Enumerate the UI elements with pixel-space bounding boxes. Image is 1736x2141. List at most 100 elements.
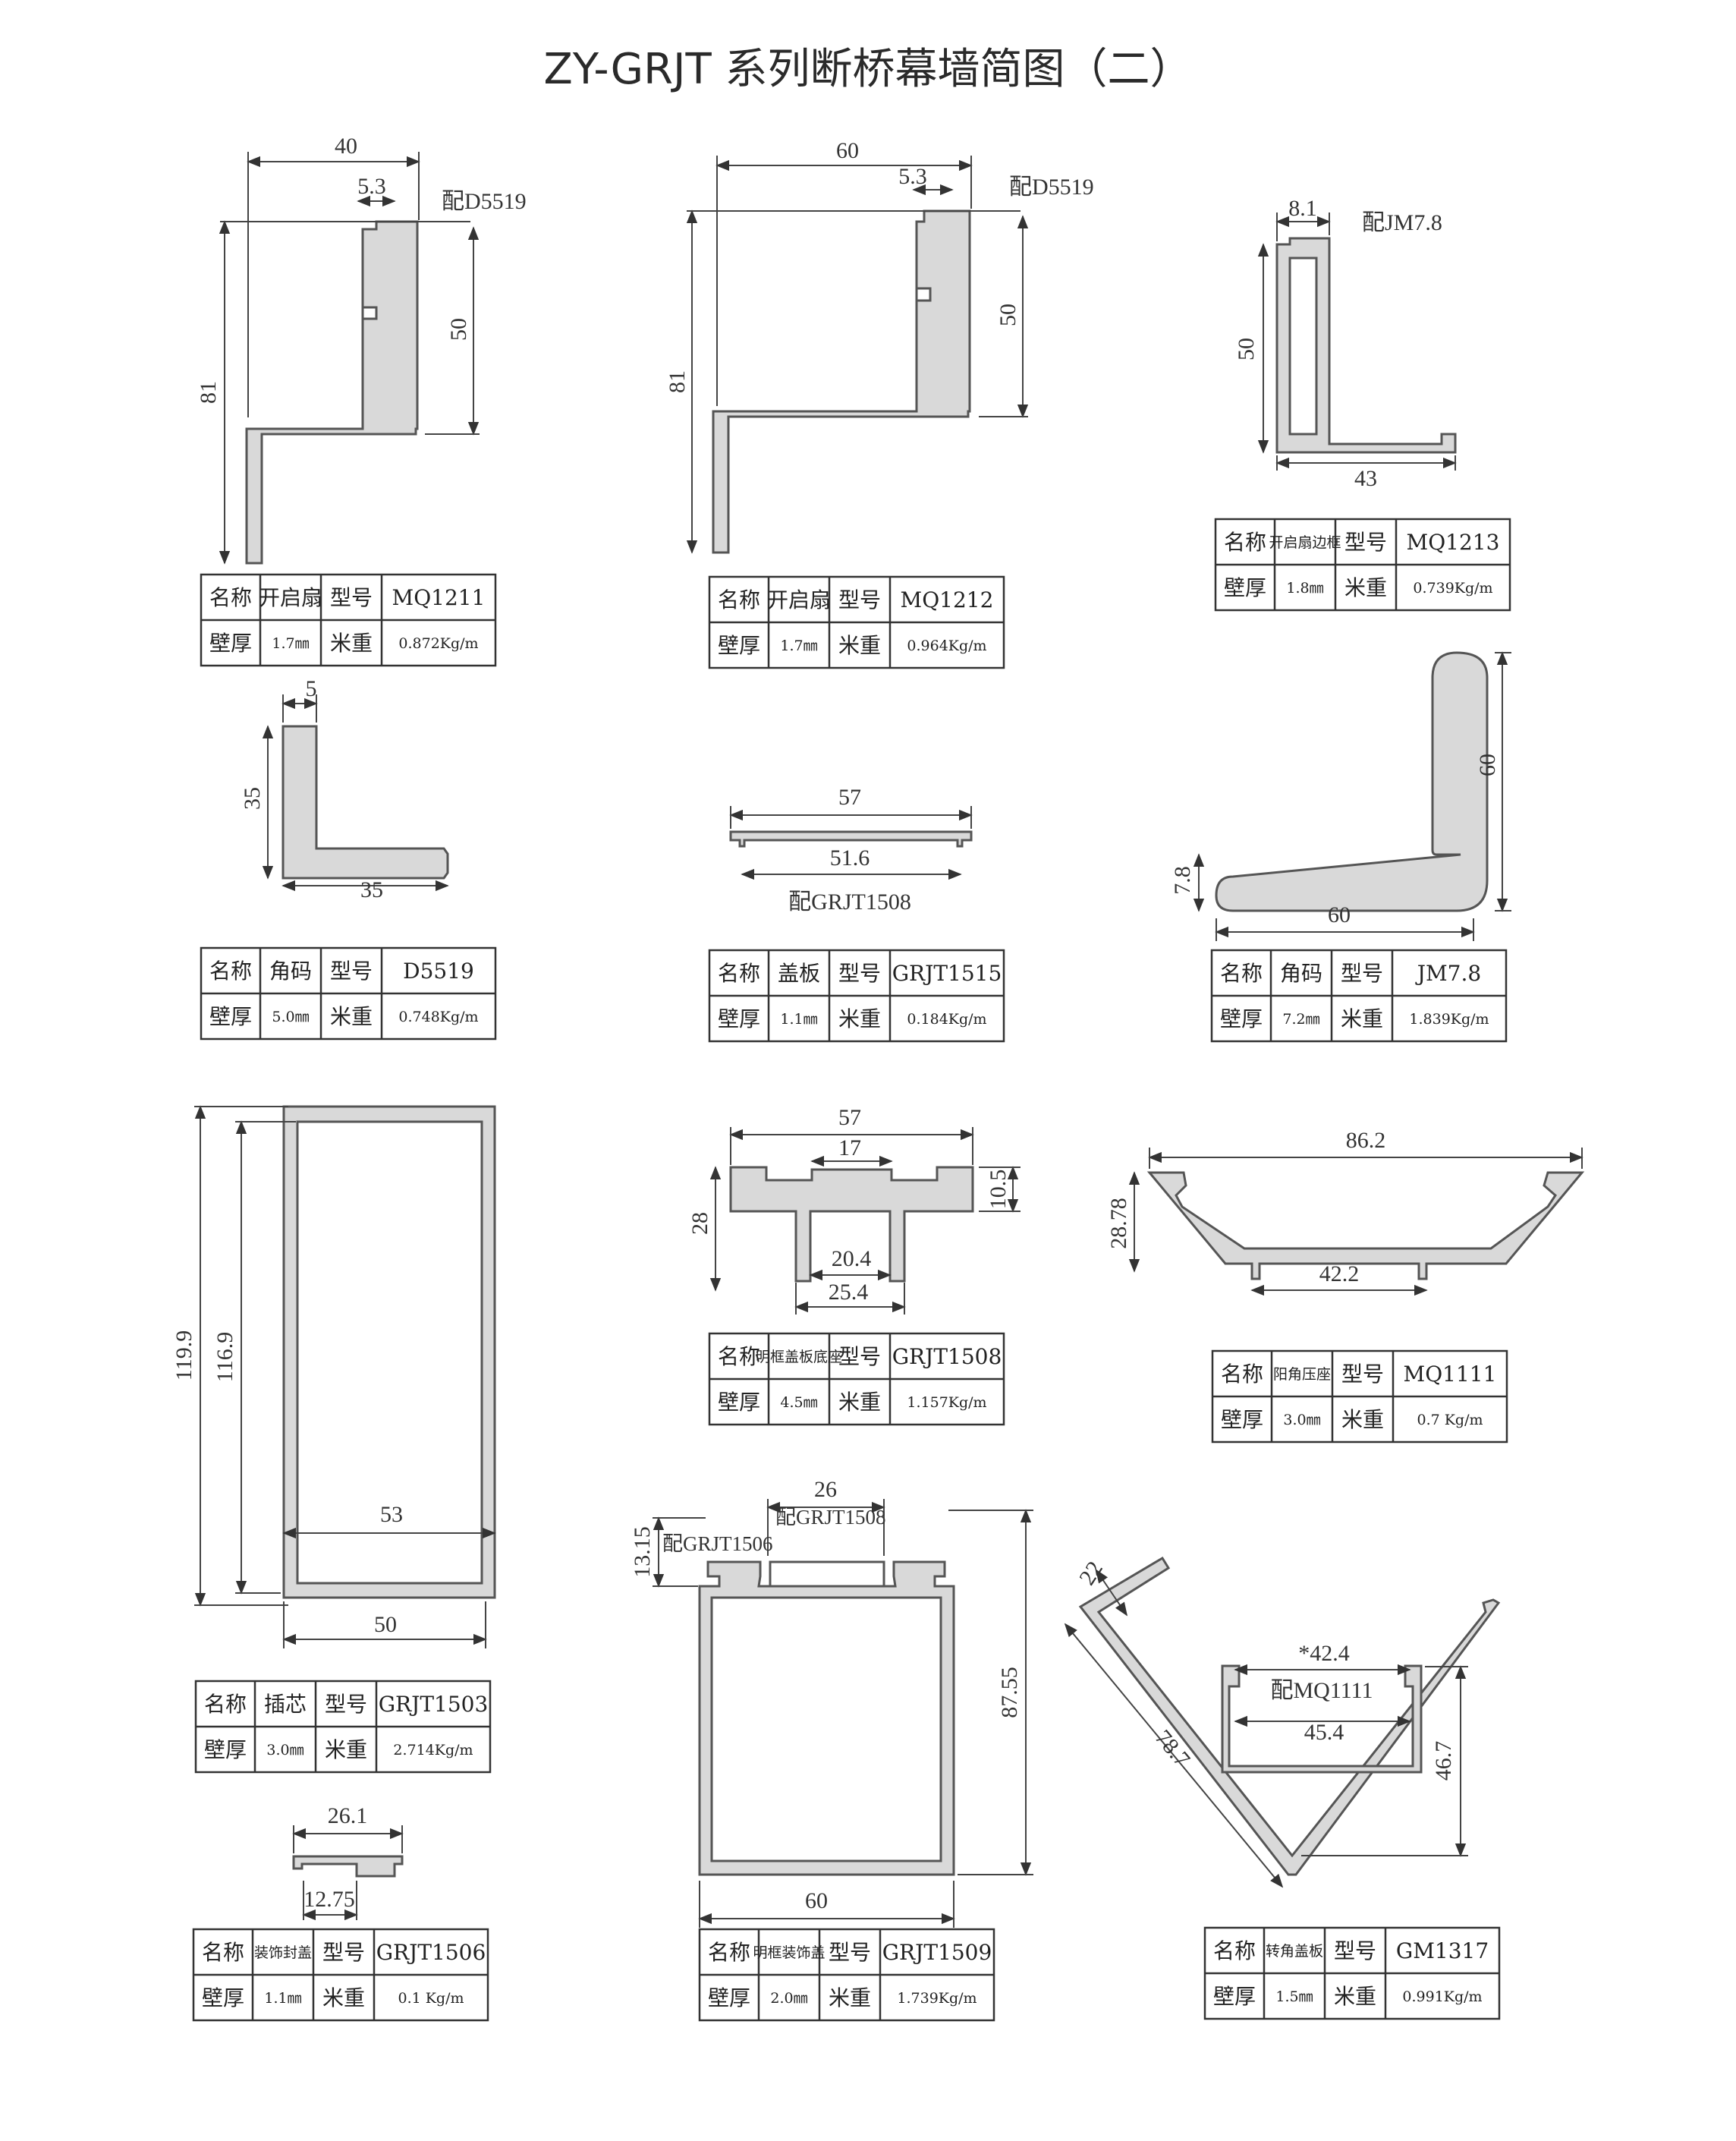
dim-width: 57 [838,785,861,810]
spec-model-label: 型号 [1344,530,1387,555]
spec-wall-value: 1.1㎜ [780,1011,817,1028]
spec-name-label: 名称 [1220,961,1263,986]
profile-mq1213-inner [1288,257,1318,436]
spec-wall-value: 1.1㎜ [264,1990,301,2007]
spec-weight-label: 米重 [330,631,373,656]
profile-grjt1506: 26.1 12.75 [292,1803,404,1921]
dim-note: 配MQ1111 [1271,1678,1373,1703]
dim-note: 配JM7.8 [1362,210,1442,235]
dim-height: 81 [196,381,221,404]
spec-wall-label: 壁厚 [209,1004,252,1029]
spec-weight-label: 米重 [330,1004,373,1029]
profile-grjt1503: 119.9 116.9 53 50 [171,1105,496,1648]
spec-wall-value: 4.5㎜ [780,1394,817,1411]
spec-weight-label: 米重 [1341,1407,1384,1432]
spec-weight-value: 2.714Kg/m [393,1742,473,1758]
spec-name-value: 转角盖板 [1266,1943,1323,1960]
spec-wall-label: 壁厚 [1213,1984,1256,2009]
spec-model-value: GRJT1508 [892,1344,1002,1369]
page-title: ZY-GRJT 系列断桥幕墙简图（二） [543,45,1192,94]
spec-weight-value: 1.739Kg/m [897,1990,976,2007]
dim-width: 35 [360,877,383,902]
dim-width: 60 [1328,902,1351,927]
profile-gm1317-section [1078,1556,1501,1876]
dim-width: 43 [1354,466,1377,491]
profile-grjt1506-section [292,1855,404,1878]
spec-name-value: 明框盖板底座 [756,1349,842,1365]
spec-model-value: GRJT1509 [882,1940,992,1965]
spec-name-value: 盖板 [778,961,820,986]
spec-wall-value: 7.2㎜ [1282,1011,1319,1028]
profile-mq1111-section [1146,1171,1585,1280]
spec-wall-label: 壁厚 [708,1985,750,2010]
spec-weight-label: 米重 [838,1390,881,1415]
dim-inner-width: 53 [380,1502,403,1527]
spec-name-value: 开启扇 [259,585,322,610]
spec-name-value: 插芯 [264,1692,307,1717]
spec-name-label: 名称 [209,585,252,610]
spec-name-value: 开启扇边框 [1269,534,1341,551]
dim-lip: 8.1 [1288,196,1317,221]
dim-lip: 5.3 [898,164,927,189]
dim-height: 60 [1475,754,1500,776]
dim-thickness: 7.8 [1170,866,1195,895]
spec-weight-value: 0.964Kg/m [907,638,986,654]
dim-lip-height: 13.15 [630,1526,655,1578]
spec-model-label: 型号 [838,1344,881,1369]
spec-model-value: GM1317 [1396,1938,1489,1963]
spec-wall-value: 1.8㎜ [1286,580,1323,597]
spec-weight-value: 1.157Kg/m [907,1394,986,1411]
spec-model-label: 型号 [1334,1938,1376,1963]
spec-name-value: 阳角压座 [1273,1366,1331,1383]
spec-name-label: 名称 [718,961,760,986]
spec-model-value: MQ1213 [1407,530,1500,555]
spec-model-label: 型号 [1341,961,1383,986]
spec-weight-label: 米重 [838,633,881,658]
dim-height: 46.7 [1431,1741,1456,1781]
spec-model-label: 型号 [330,585,373,610]
dim-note: 配D5519 [442,189,527,214]
profile-mq1213: 8.1 50 43 配JM7.8 [1234,196,1457,491]
dim-note-2: 配GRJT1506 [662,1532,773,1555]
spec-model-label: 型号 [325,1692,367,1717]
spec-wall-label: 壁厚 [718,1390,760,1415]
profile-gm1317: 22 78.7 *42.4 45.4 46.7 配MQ1111 [1064,1556,1501,1888]
dim-slot: 17 [838,1135,861,1160]
spec-name-value: 角码 [269,959,312,984]
dim-width: 26.1 [328,1803,368,1828]
dim-opening: *42.4 [1298,1641,1350,1666]
spec-wall-label: 壁厚 [718,1006,760,1031]
spec-wall-value: 5.0㎜ [272,1009,309,1025]
profile-mq1111: 86.2 28.78 42.2 [1106,1128,1585,1296]
spec-wall-label: 壁厚 [1221,1407,1263,1432]
dim-note: 配GRJT1508 [788,889,911,915]
dim-inner-height: 116.9 [212,1332,237,1382]
spec-name-label: 名称 [202,1940,244,1965]
profile-d5519-section [281,725,449,880]
spec-model-value: GRJT1515 [892,961,1002,986]
dim-lip: 5.3 [357,174,386,199]
profile-grjt1515: 57 51.6 配GRJT1508 [729,785,973,915]
profile-mq1211-groove [361,306,378,320]
profile-grjt1508-section [729,1166,974,1283]
spec-model-label: 型号 [330,959,373,984]
dim-height: 35 [240,787,265,810]
dim-inner-width: 45.4 [1304,1720,1344,1745]
spec-name-label: 名称 [1221,1362,1263,1387]
profile-mq1211: 40 5.3 50 81 配D5519 [196,134,527,565]
spec-name-value: 明框装饰盖 [753,1944,825,1961]
spec-weight-label: 米重 [1344,575,1387,600]
dim-width: 60 [836,138,859,163]
profile-grjt1509: 26 13.15 87.55 60 配GRJT1508 配GRJT1506 [630,1477,1033,1928]
spec-name-value: 角码 [1280,961,1322,986]
spec-weight-value: 0.872Kg/m [398,635,478,652]
spec-name-label: 名称 [718,1344,760,1369]
spec-wall-label: 壁厚 [718,633,760,658]
spec-model-value: D5519 [403,959,474,984]
spec-model-value: GRJT1506 [376,1940,486,1965]
